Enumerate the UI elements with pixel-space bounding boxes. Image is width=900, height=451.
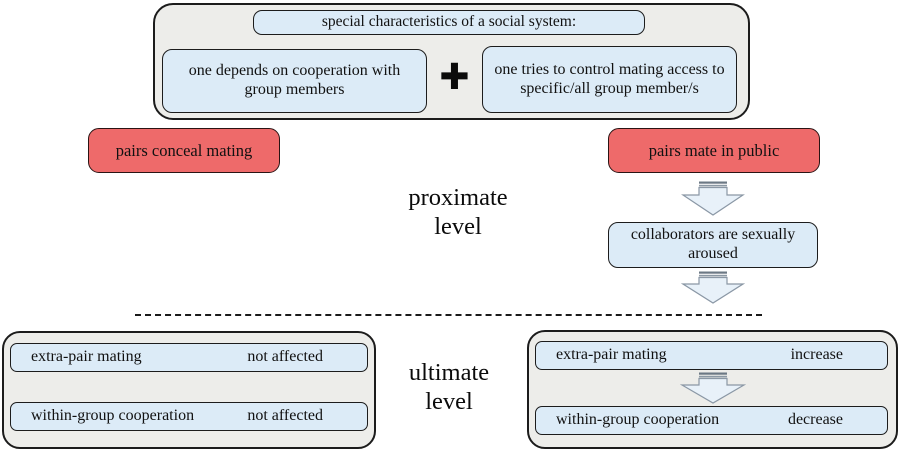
outcome-row: extra-pair mating not affected xyxy=(10,343,368,372)
plus-icon: ✚ xyxy=(439,57,470,98)
cooperation-condition-box: one depends on cooperation with group me… xyxy=(162,49,427,113)
proximate-level-label: proximate level xyxy=(378,183,538,242)
outcome-label: within-group cooperation xyxy=(31,407,195,425)
outcome-label: within-group cooperation xyxy=(556,411,720,429)
pairs-conceal-mating-box: pairs conceal mating xyxy=(88,128,280,173)
outcome-row: extra-pair mating increase xyxy=(535,341,888,370)
striped-down-arrow-icon xyxy=(680,372,746,405)
proximate-level-line2: level xyxy=(434,213,482,241)
proximate-level-line1: proximate xyxy=(408,184,508,211)
outcome-row: within-group cooperation decrease xyxy=(535,406,888,435)
mating-control-condition-box: one tries to control mating access to sp… xyxy=(482,46,737,113)
level-divider-dashed-line xyxy=(135,314,762,316)
collaborators-aroused-box: collaborators are sexually aroused xyxy=(608,222,818,268)
outcome-label: extra-pair mating xyxy=(556,346,667,364)
outcome-value: not affected xyxy=(247,348,323,366)
outcome-row: within-group cooperation not affected xyxy=(10,402,368,431)
outcome-value: increase xyxy=(790,346,843,364)
ultimate-level-line1: ultimate xyxy=(408,359,490,386)
outcome-value: decrease xyxy=(787,411,843,429)
social-system-header-box: special characteristics of a social syst… xyxy=(253,10,645,35)
outcome-label: extra-pair mating xyxy=(31,348,142,366)
ultimate-level-label: ultimate level xyxy=(369,358,529,417)
pairs-mate-in-public-box: pairs mate in public xyxy=(608,128,820,173)
outcome-value: not affected xyxy=(247,407,323,425)
ultimate-level-line2: level xyxy=(425,388,473,416)
striped-down-arrow-icon xyxy=(681,181,745,217)
striped-down-arrow-icon xyxy=(681,271,745,305)
